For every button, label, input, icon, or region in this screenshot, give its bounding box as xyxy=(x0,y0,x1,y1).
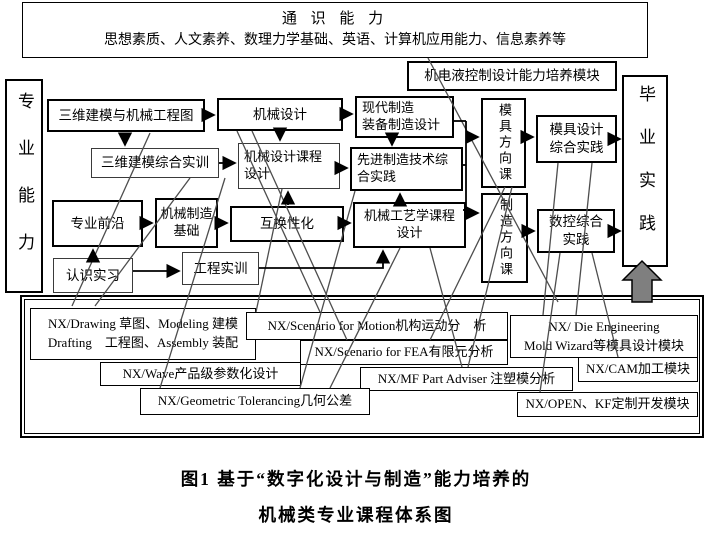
course-adv-mfg-practice: 先进制造技术综 合实践 xyxy=(350,147,463,191)
course-mfg-basics: 机械制造 基础 xyxy=(155,198,218,248)
nx-fea-module: NX/Scenario for FEA有限元分析 xyxy=(300,340,508,365)
course-mech-design-course: 机械设计课程 设计 xyxy=(238,143,340,189)
general-ability-title: 通 识 能 力 xyxy=(281,11,389,28)
nx-drawing-modeling-module: NX/Drawing 草图、Modeling 建模 Drafting 工程图、A… xyxy=(30,308,256,360)
course-cognition-internship: 认识实习 xyxy=(53,258,133,293)
course-mfg-direction-label: 制造方向课 xyxy=(497,198,513,278)
course-eng-training: 工程实训 xyxy=(182,252,259,285)
course-cnc-practice: 数控综合 实践 xyxy=(537,209,615,253)
professional-ability-label: 专业能力 xyxy=(15,92,35,280)
course-frontier: 专业前沿 xyxy=(52,200,143,247)
nx-cam-module: NX/CAM加工模块 xyxy=(578,357,698,382)
nx-mf-part-adviser-module: NX/MF Part Adviser 注塑模分析 xyxy=(360,367,573,391)
course-3d-modeling-training: 三维建模综合实训 xyxy=(91,148,219,178)
mechatronics-module-box: 机电液控制设计能力培养模块 xyxy=(407,61,617,91)
figure-caption-line1: 图1 基于“数字化设计与制造”能力培养的 xyxy=(180,469,532,489)
professional-ability-rail: 专业能力 xyxy=(5,79,43,293)
course-mold-design-practice: 模具设计 综合实践 xyxy=(536,115,617,163)
course-3d-modeling-drawing: 三维建模与机械工程图 xyxy=(47,99,205,132)
course-mfg-direction: 制造方向课 xyxy=(481,193,528,283)
nx-die-engineering-module: NX/ Die Engineering Mold Wizard等模具设计模块 xyxy=(510,315,698,358)
course-mold-direction: 模具方向课 xyxy=(481,98,526,188)
course-mold-direction-label: 模具方向课 xyxy=(496,103,512,183)
figure-caption-line2: 机械类专业课程体系图 xyxy=(258,505,454,525)
course-modern-mfg-equipment: 现代制造 装备制造设计 xyxy=(355,96,454,138)
graduation-practice-rail: 毕业实践 xyxy=(622,75,668,267)
general-ability-subtitle: 思想素质、人文素养、数理力学基础、英语、计算机应用能力、信息素养等 xyxy=(104,32,566,48)
nx-geometric-tolerancing-module: NX/Geometric Tolerancing几何公差 xyxy=(140,388,370,415)
course-mech-design: 机械设计 xyxy=(217,98,343,131)
nx-motion-module: NX/Scenario for Motion机构运动分 析 xyxy=(246,312,508,340)
general-ability-box: 通 识 能 力 思想素质、人文素养、数理力学基础、英语、计算机应用能力、信息素养… xyxy=(22,2,648,58)
nx-open-kf-module: NX/OPEN、KF定制开发模块 xyxy=(517,392,698,417)
nx-wave-module: NX/Wave产品级参数化设计 xyxy=(100,362,301,386)
graduation-practice-label: 毕业实践 xyxy=(636,85,656,257)
course-interchangeability: 互换性化 xyxy=(230,206,344,242)
course-tech-course-design: 机械工艺学课程 设计 xyxy=(353,202,466,248)
